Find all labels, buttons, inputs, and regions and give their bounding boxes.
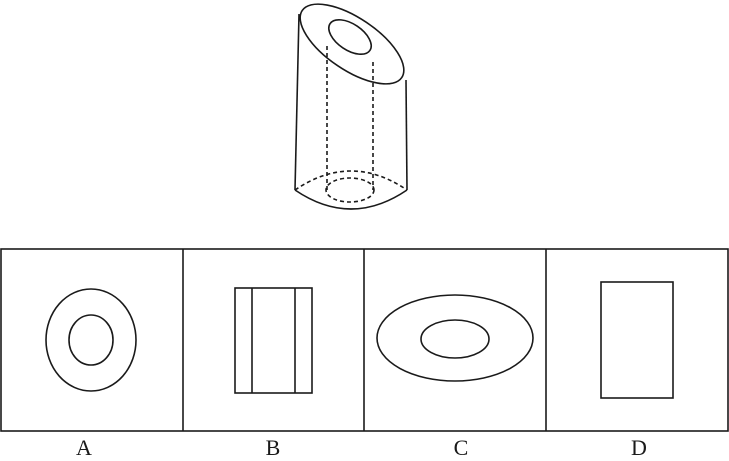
hollow-cylinder-solid — [294, 3, 408, 210]
cylinder-bottom-back-arc — [294, 170, 408, 191]
cylinder-top-face — [299, 3, 405, 85]
option-a-view[interactable] — [45, 288, 137, 392]
cylinder-right-edge — [405, 79, 408, 191]
option-c-inner-ellipse — [420, 319, 490, 359]
option-label-a[interactable]: A — [76, 435, 92, 460]
option-a-inner-oval — [68, 314, 114, 366]
cylinder-bottom-hole-hidden — [325, 177, 375, 203]
option-label-b[interactable]: B — [265, 435, 281, 460]
cylinder-left-edge — [294, 13, 300, 191]
cylinder-top-hole — [328, 18, 372, 56]
option-label-c[interactable]: C — [453, 435, 469, 460]
option-d-view[interactable] — [600, 281, 674, 399]
option-a-outer-oval — [45, 288, 137, 392]
option-b-view[interactable] — [234, 287, 313, 394]
options-panel — [0, 248, 729, 432]
option-label-d[interactable]: D — [631, 435, 647, 460]
option-b-rectangle — [234, 287, 313, 394]
option-c-outer-ellipse — [376, 294, 534, 382]
option-c-view[interactable] — [376, 294, 534, 382]
option-d-rectangle — [600, 281, 674, 399]
cylinder-bottom-front-arc — [294, 189, 408, 210]
